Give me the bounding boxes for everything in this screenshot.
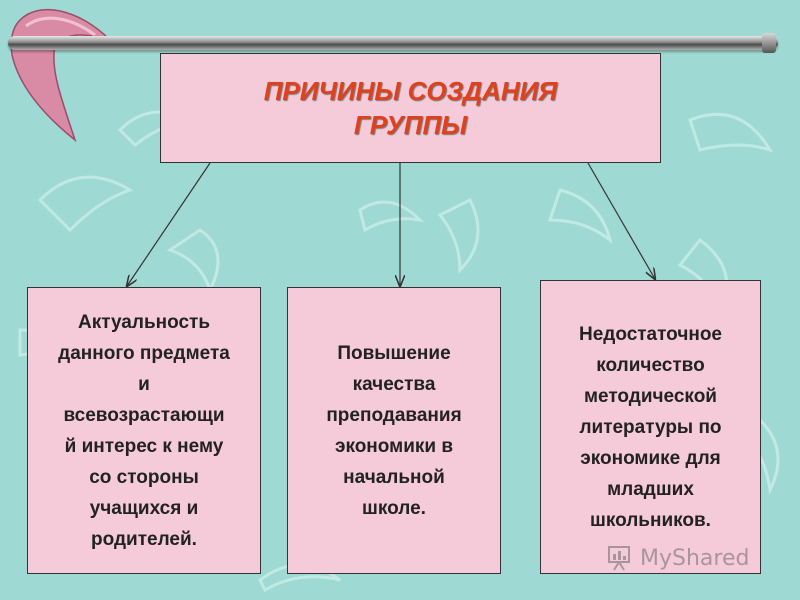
cause-box-relevance: Актуальность данного предмета и всевозра… (27, 287, 261, 574)
cause-box-teaching-quality: Повышение качества преподавания экономик… (287, 287, 501, 574)
cause-text-literature-shortage: Недостаточное количество методической ли… (578, 323, 722, 531)
watermark: MyShared (606, 540, 766, 576)
cause-text-teaching-quality: Повышение качества преподавания экономик… (326, 342, 462, 519)
horizontal-rod (8, 36, 778, 50)
presentation-icon (608, 546, 630, 571)
diagram-title: ПРИЧИНЫ СОЗДАНИЯ ГРУППЫ (263, 76, 558, 140)
cause-box-literature-shortage: Недостаточное количество методической ли… (540, 280, 761, 574)
watermark-text: MyShared (640, 545, 750, 571)
title-box: ПРИЧИНЫ СОЗДАНИЯ ГРУППЫ (160, 53, 661, 163)
rod-end-cap (762, 33, 776, 53)
cause-text-relevance: Актуальность данного предмета и всевозра… (58, 311, 230, 550)
boomerang-hook-graphic (10, 8, 113, 143)
